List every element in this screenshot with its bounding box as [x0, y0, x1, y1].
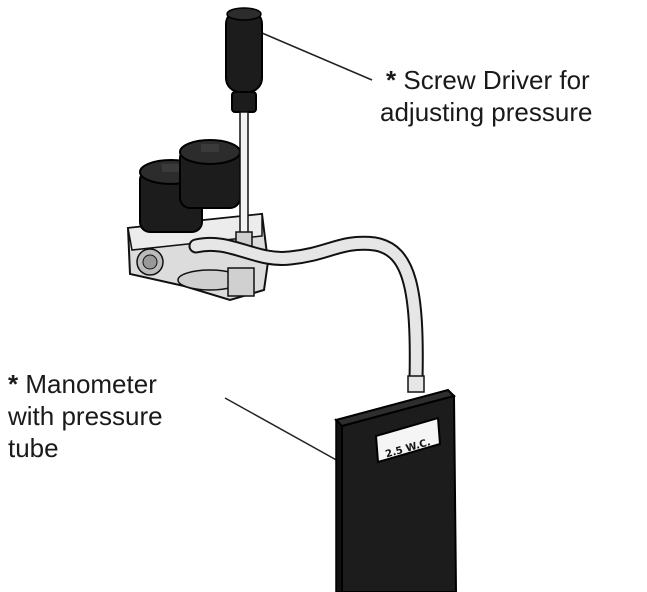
screwdriver-leader-line [261, 32, 373, 81]
manometer-callout-line1: * Manometer [8, 368, 163, 400]
solenoid-coil-right [179, 139, 241, 209]
manometer-leader-line [224, 397, 341, 463]
asterisk-marker: * [8, 369, 19, 399]
screwdriver-callout-line2: adjusting pressure [380, 97, 593, 127]
screwdriver-callout: * Screw Driver for adjusting pressure [380, 64, 592, 128]
manometer-callout: * Manometer with pressure tube [8, 368, 163, 464]
gas-valve [126, 212, 270, 302]
pressure-tube [188, 235, 425, 393]
manometer-display [374, 416, 442, 464]
screwdriver [225, 7, 263, 237]
manometer-callout-line2: with pressure [8, 401, 163, 431]
asterisk-marker: * [386, 65, 397, 95]
screwdriver-callout-line1: * Screw Driver for [386, 64, 592, 96]
screwdriver-label: Screw Driver for [403, 65, 590, 95]
manometer-label: Manometer [25, 369, 157, 399]
manometer-callout-line3: tube [8, 433, 59, 463]
manometer: 2.5 W.C. [334, 388, 458, 592]
